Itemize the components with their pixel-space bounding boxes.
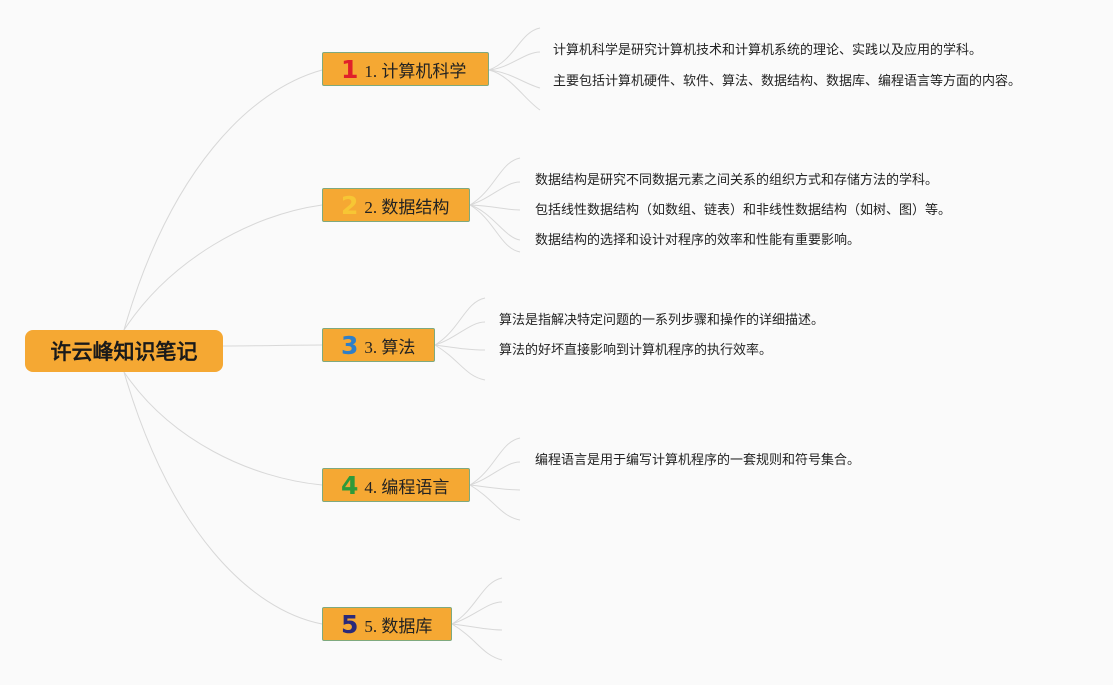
link-root-topic-1 <box>123 69 323 331</box>
link-t5-n3 <box>451 623 503 631</box>
note-text: 算法的好坏直接影响到计算机程序的执行效率。 <box>499 343 773 358</box>
topic-node-databases[interactable]: 5 5. 数据库 <box>322 607 452 641</box>
note-text: 主要包括计算机硬件、软件、算法、数据结构、数据库、编程语言等方面的内容。 <box>553 74 1022 89</box>
link-t2-n5 <box>469 204 521 253</box>
topic-node-programming-languages[interactable]: 4 4. 编程语言 <box>322 468 470 502</box>
link-t5-n4 <box>451 623 503 661</box>
topic-node-algorithms[interactable]: 3 3. 算法 <box>322 328 435 362</box>
link-t5-n2 <box>451 601 503 625</box>
topic-label: 1. 计算机科学 <box>364 61 467 81</box>
link-t2-n1 <box>469 157 521 206</box>
link-t3-n1 <box>434 297 486 346</box>
link-root-topic-4 <box>123 371 323 486</box>
link-t3-n4 <box>434 344 486 381</box>
topic-label: 5. 数据库 <box>364 616 433 636</box>
note-text: 数据结构是研究不同数据元素之间关系的组织方式和存储方法的学科。 <box>535 173 939 188</box>
root-node[interactable]: 许云峰知识笔记 <box>25 330 223 372</box>
link-t1-n2 <box>488 51 541 71</box>
root-title: 许云峰知识笔记 <box>50 340 198 364</box>
note-text: 计算机科学是研究计算机技术和计算机系统的理论、实践以及应用的学科。 <box>553 43 983 58</box>
link-root-topic-2 <box>123 204 323 331</box>
link-t1-n3 <box>488 69 541 89</box>
link-t1-n4 <box>488 69 541 111</box>
note-text: 包括线性数据结构（如数组、链表）和非线性数据结构（如树、图）等。 <box>535 203 952 218</box>
link-t1-n1 <box>488 27 541 71</box>
number-one-icon: 1 <box>341 54 359 84</box>
link-t4-n1 <box>469 437 521 486</box>
note-text: 编程语言是用于编写计算机程序的一套规则和符号集合。 <box>535 453 861 468</box>
link-root-topic-5 <box>123 371 323 625</box>
link-t2-n4 <box>469 204 521 241</box>
topic-node-computer-science[interactable]: 1 1. 计算机科学 <box>322 52 489 86</box>
number-four-icon: 4 <box>341 470 359 500</box>
note-text: 算法是指解决特定问题的一系列步骤和操作的详细描述。 <box>499 313 825 328</box>
note-text: 数据结构的选择和设计对程序的效率和性能有重要影响。 <box>535 233 861 248</box>
link-root-topic-3 <box>222 344 323 347</box>
number-three-icon: 3 <box>341 330 359 360</box>
link-t5-n1 <box>451 577 503 625</box>
link-t2-n3 <box>469 204 521 211</box>
number-five-icon: 5 <box>341 609 359 639</box>
link-t4-n2 <box>469 461 521 486</box>
topic-label: 3. 算法 <box>364 337 416 357</box>
link-t4-n3 <box>469 484 521 491</box>
topic-label: 2. 数据结构 <box>364 197 450 217</box>
link-t4-n4 <box>469 484 521 521</box>
number-two-icon: 2 <box>341 190 359 220</box>
link-t3-n3 <box>434 344 486 351</box>
topic-label: 4. 编程语言 <box>364 477 450 497</box>
topic-node-data-structures[interactable]: 2 2. 数据结构 <box>322 188 470 222</box>
link-t3-n2 <box>434 321 486 346</box>
link-t2-n2 <box>469 181 521 206</box>
